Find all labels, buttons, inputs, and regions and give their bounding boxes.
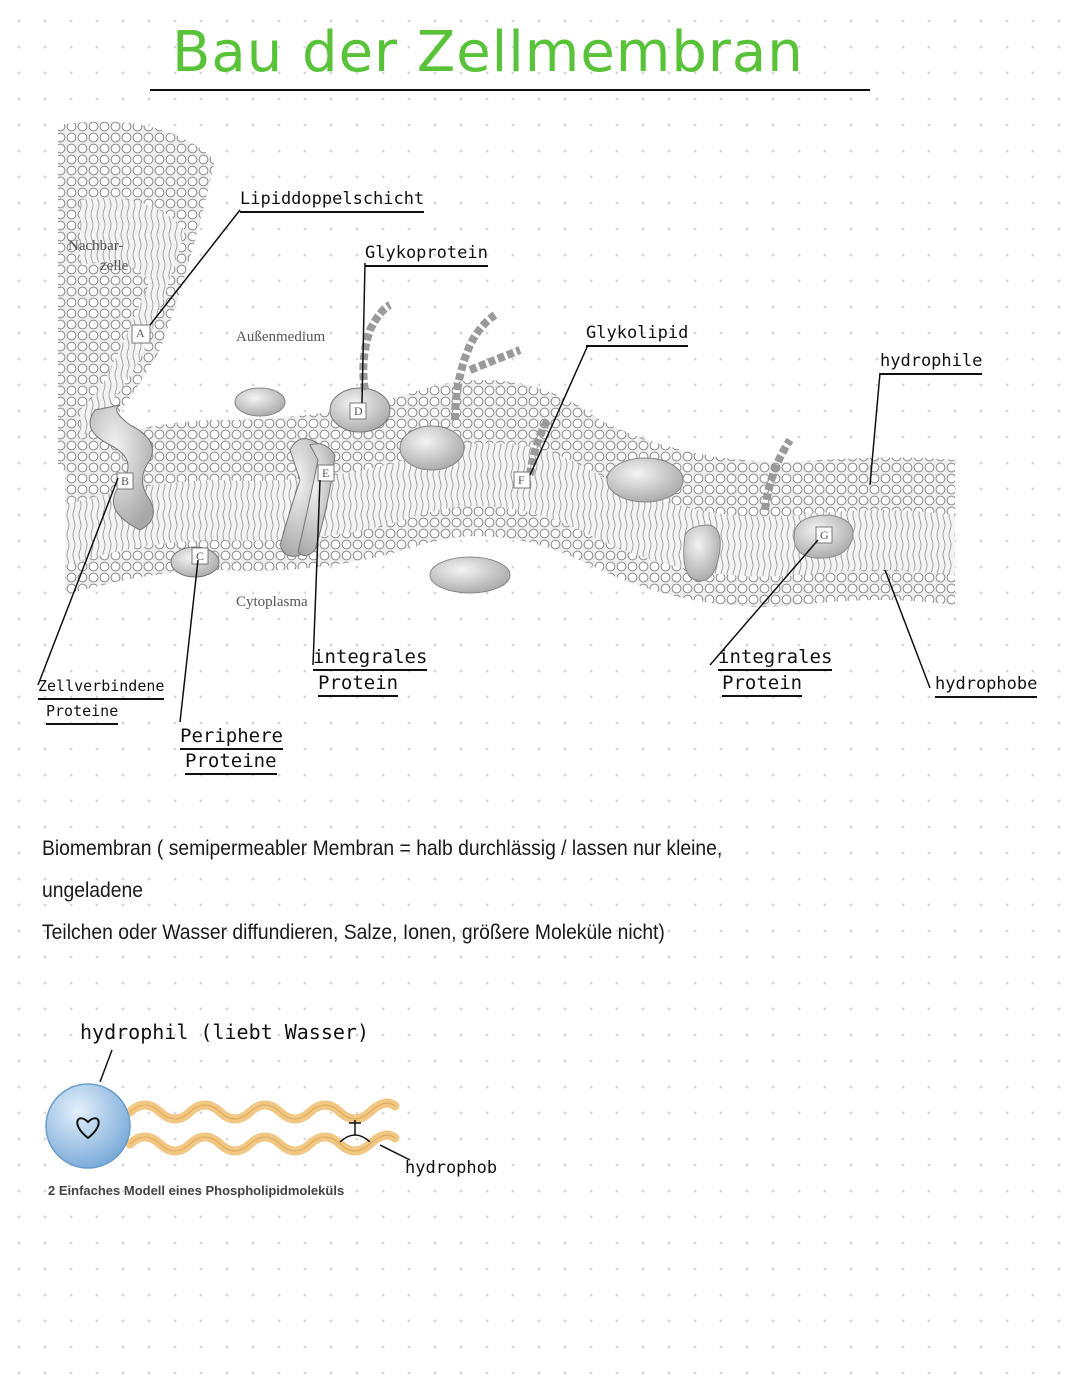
title-underline xyxy=(150,89,870,91)
label-integrales-2b: Protein xyxy=(722,672,803,697)
leader-lines xyxy=(37,209,931,723)
heart-icon xyxy=(76,1117,100,1140)
label-nachbar: Nachbar- xyxy=(68,238,124,254)
letter-a: A xyxy=(136,326,145,340)
letter-f: F xyxy=(518,473,525,487)
protein-b-zellverbindend xyxy=(89,404,154,531)
membrane-diagram xyxy=(37,121,955,723)
label-integrales-1a: integrales xyxy=(313,646,428,671)
protein-a xyxy=(131,324,151,344)
label-aussenmedium: Außenmedium xyxy=(236,329,326,345)
label-integrales-1b: Protein xyxy=(318,672,399,697)
label-hydrophil: hydrophil (liebt Wasser) xyxy=(80,1020,369,1044)
letter-g: G xyxy=(820,528,829,542)
hydrophilic-head xyxy=(45,1083,131,1169)
letter-d: D xyxy=(354,404,363,418)
integral-protein-mid xyxy=(399,425,465,471)
glycolipid-chains xyxy=(451,311,794,511)
label-periphere-1: Periphere xyxy=(180,725,283,750)
label-zellverbindende-2: Proteine xyxy=(46,700,119,725)
label-integrales-2a: integrales xyxy=(718,646,833,671)
peripheral-protein-bottom xyxy=(429,556,511,594)
biomembran-text: Biomembran ( semipermeabler Membran = ha… xyxy=(42,828,796,954)
integral-protein-right xyxy=(606,457,684,503)
label-lipiddoppelschicht: Lipiddoppelschicht xyxy=(240,188,425,213)
label-periphere-2: Proteine xyxy=(185,750,277,775)
biomembran-line-1: Biomembran ( semipermeabler Membran = ha… xyxy=(42,837,723,902)
label-glykoprotein: Glykoprotein xyxy=(365,242,488,267)
label-hydrophob: hydrophob xyxy=(405,1158,498,1178)
integral-protein-tall xyxy=(683,524,721,582)
biomembran-line-2: Teilchen oder Wasser diffundieren, Salze… xyxy=(42,921,665,944)
lipid-bilayer xyxy=(65,380,955,607)
label-hydrophile: hydrophile xyxy=(880,350,983,375)
letter-b: B xyxy=(121,474,130,488)
neighbour-cell-membrane xyxy=(58,121,215,471)
peripheral-protein-top xyxy=(234,387,286,417)
label-hydrophobe: hydrophobe xyxy=(935,673,1038,698)
letter-markers xyxy=(116,402,833,565)
label-cytoplasma: Cytoplasma xyxy=(236,594,308,610)
figure-caption: 2 Einfaches Modell eines Phospholipidmol… xyxy=(48,1183,345,1198)
label-zellverbindende-1: Zellverbindene xyxy=(38,675,165,700)
label-zelle: zelle xyxy=(100,258,129,274)
label-glykolipid: Glykolipid xyxy=(586,322,689,347)
page-title: Bau der Zellmembran xyxy=(172,20,804,85)
letter-e: E xyxy=(322,466,330,480)
phospholipid-model xyxy=(45,1049,411,1169)
letter-c: C xyxy=(196,549,205,563)
